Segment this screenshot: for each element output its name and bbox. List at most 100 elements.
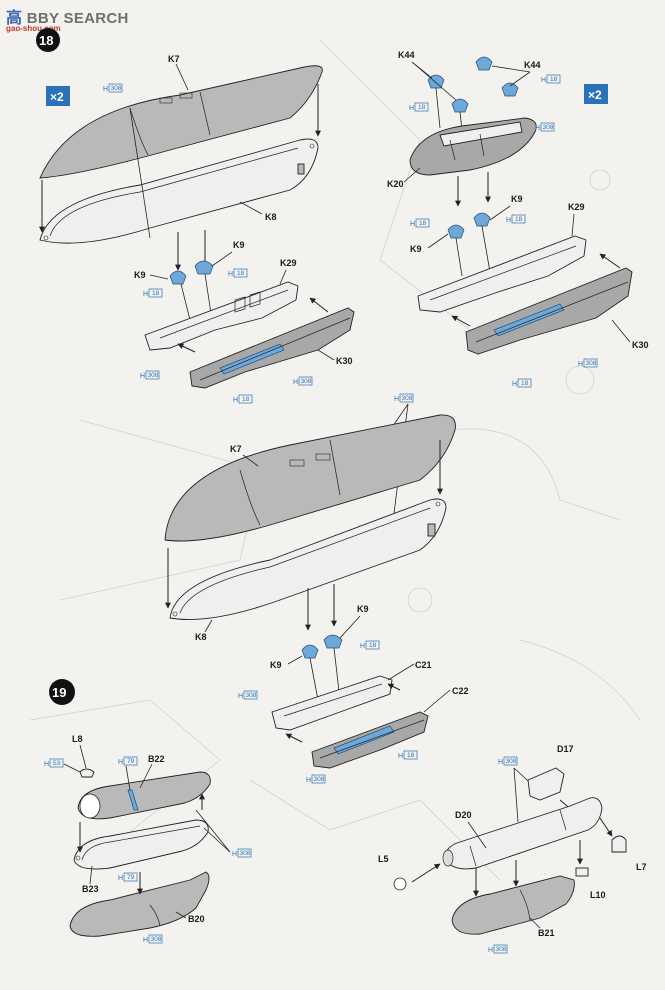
label-k9-b2: K9	[410, 244, 422, 254]
ref-h308-d2: 308	[142, 934, 163, 945]
svg-text:18: 18	[521, 380, 529, 387]
svg-text:53: 53	[53, 760, 61, 767]
label-k9-c2: K9	[270, 660, 282, 670]
k9-clip-c2	[323, 634, 343, 649]
upper-left-tank-assembly: K7 K8 308 K9 K9 18 18 K29	[39, 54, 355, 405]
multiplier-badge-left: ×2	[46, 86, 70, 106]
lower-left-pod-assembly: L8 53 B22 79 B23 79 308	[43, 734, 252, 945]
svg-text:308: 308	[506, 758, 517, 765]
svg-text:308: 308	[246, 692, 257, 699]
ref-h18-b3: 18	[409, 218, 430, 229]
step19-number: 19	[52, 685, 66, 700]
svg-text:308: 308	[496, 946, 507, 953]
svg-text:79: 79	[127, 758, 135, 765]
label-d20: D20	[455, 810, 472, 820]
svg-text:18: 18	[369, 642, 377, 649]
lower-right-pod-assembly: 308 D17 D20 L5 L7 L10 B21 308	[378, 744, 647, 955]
ref-h308-a3: 308	[292, 376, 313, 387]
k9-clip-c1	[301, 644, 319, 659]
ref-h308-a: 308	[102, 83, 123, 94]
svg-text:79: 79	[127, 874, 135, 881]
ref-h79-b: 79	[117, 872, 138, 883]
label-b21: B21	[538, 928, 555, 938]
label-k44-a: K44	[398, 50, 415, 60]
svg-text:308: 308	[151, 936, 162, 943]
svg-text:308: 308	[314, 776, 325, 783]
label-b22: B22	[148, 754, 165, 764]
svg-text:18: 18	[152, 290, 160, 297]
label-k9-a2: K9	[134, 270, 146, 280]
k29-pylon-half-b	[417, 235, 587, 313]
svg-text:308: 308	[402, 395, 413, 402]
svg-text:308: 308	[148, 372, 159, 379]
label-k30-a: K30	[336, 356, 353, 366]
svg-text:18: 18	[242, 396, 250, 403]
ref-h308-e2: 308	[487, 944, 508, 955]
l7-part	[611, 835, 627, 853]
c21-pylon-half	[271, 675, 393, 731]
label-k29-b: K29	[568, 202, 585, 212]
b23-pod-half	[73, 819, 209, 870]
k7-upper-shell-b	[164, 414, 456, 542]
label-k7-b: K7	[230, 444, 242, 454]
l10-part	[575, 867, 589, 877]
label-l8: L8	[72, 734, 83, 744]
l5-part	[393, 877, 407, 891]
l8-part	[79, 768, 95, 778]
d20-pod	[443, 797, 603, 870]
ref-h18-a3: 18	[232, 394, 253, 405]
ref-h308-d1: 308	[231, 848, 252, 859]
svg-text:18: 18	[419, 220, 427, 227]
watermark-brand: BBY SEARCH	[26, 10, 129, 27]
svg-text:18: 18	[237, 270, 245, 277]
svg-text:308: 308	[240, 850, 251, 857]
step19-number-circle: 19	[49, 679, 75, 705]
k44-clip-2	[475, 56, 493, 71]
svg-text:18: 18	[550, 76, 558, 83]
label-k20: K20	[387, 179, 404, 189]
label-k7-a: K7	[168, 54, 180, 64]
upper-right-assembly: K44 K44 18 18 K20 308 K9 K9	[387, 50, 649, 389]
ref-h53: 53	[43, 758, 64, 769]
k44-clip-4	[501, 82, 519, 97]
label-l5: L5	[378, 854, 389, 864]
step18-number: 18	[39, 33, 53, 48]
label-k30-b: K30	[632, 340, 649, 350]
label-k29-a: K29	[280, 258, 297, 268]
ref-h308-a2: 308	[139, 370, 160, 381]
ref-h18-a2: 18	[227, 268, 248, 279]
d17-part	[527, 767, 565, 801]
b20-pylon	[69, 871, 210, 937]
svg-text:18: 18	[515, 216, 523, 223]
multiplier-right: ×2	[588, 88, 602, 102]
label-k9-b1: K9	[511, 194, 523, 204]
label-l10: L10	[590, 890, 606, 900]
svg-text:308: 308	[543, 124, 554, 131]
label-c22: C22	[452, 686, 469, 696]
svg-text:308: 308	[111, 85, 122, 92]
ref-h308-e1: 308	[497, 756, 518, 767]
k9-clip-a1	[169, 270, 187, 285]
ref-h308-c3: 308	[305, 774, 326, 785]
label-b23: B23	[82, 884, 99, 894]
ref-h79-a: 79	[117, 756, 138, 767]
k9-clip-b1	[447, 224, 465, 239]
ref-h18-c1: 18	[359, 640, 380, 651]
label-k9-a1: K9	[233, 240, 245, 250]
watermark-cn: 高	[6, 10, 23, 27]
middle-tank-assembly: 308 K7 K8 K9 K9 18	[164, 393, 469, 785]
multiplier-left: ×2	[50, 90, 64, 104]
label-k44-b: K44	[524, 60, 541, 70]
label-k8-a: K8	[265, 212, 277, 222]
ref-h18-b1: 18	[408, 102, 429, 113]
label-b20: B20	[188, 914, 205, 924]
watermark-url: gao-shou.com	[6, 24, 61, 33]
ref-h308-b2: 308	[577, 358, 598, 369]
ref-h18-b2: 18	[540, 74, 561, 85]
ref-h18-a1: 18	[142, 288, 163, 299]
k7-upper-shell	[39, 65, 323, 179]
label-k9-c1: K9	[357, 604, 369, 614]
ref-h18-c2: 18	[397, 750, 418, 761]
label-c21: C21	[415, 660, 432, 670]
